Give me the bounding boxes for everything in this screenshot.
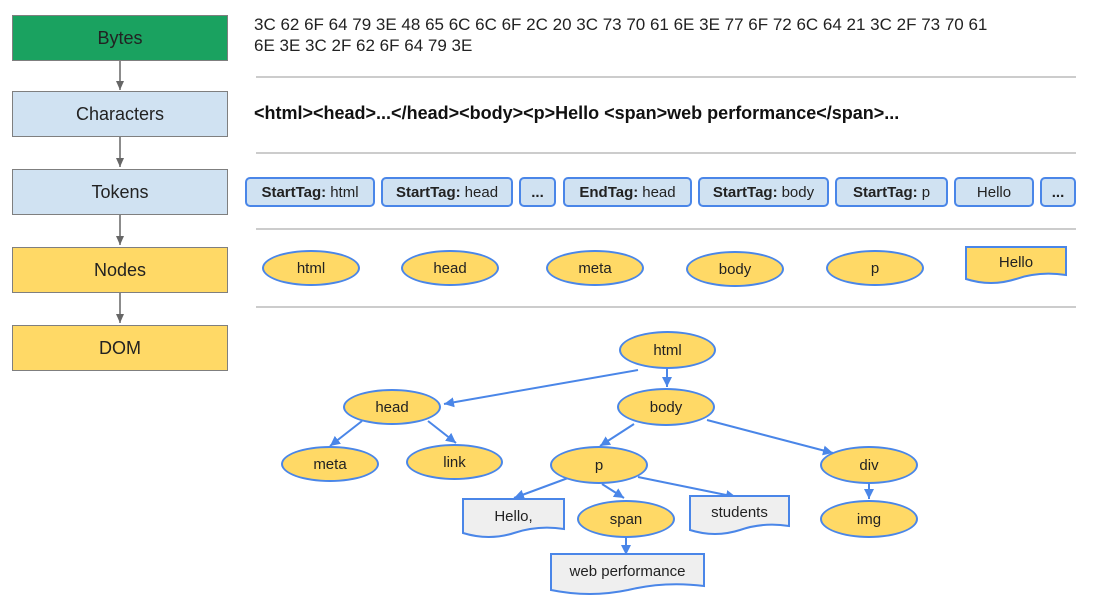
token-starttag-html: StartTag:html	[245, 177, 375, 207]
dom-node-html: html	[619, 331, 716, 369]
separator	[256, 76, 1076, 78]
token-name: head	[642, 183, 676, 201]
node-label: students	[711, 503, 768, 521]
token-name: head	[464, 183, 499, 201]
dom-node-span: span	[577, 500, 675, 538]
node-p: p	[826, 250, 924, 286]
token-ellipsis: ...	[1040, 177, 1076, 207]
dom-text-web-performance: web performance	[550, 553, 705, 595]
token-kind: EndTag:	[579, 183, 639, 201]
dom-node-p: p	[550, 446, 648, 484]
token-starttag-head: StartTag:head	[381, 177, 513, 207]
token-endtag-head: EndTag:head	[563, 177, 692, 207]
node-label: Hello,	[494, 507, 533, 525]
edge-p-hello	[513, 477, 569, 500]
stage-tokens: Tokens	[12, 169, 228, 215]
stage-characters: Characters	[12, 91, 228, 137]
dom-node-div: div	[820, 446, 918, 484]
bytes-line-1: 3C 62 6F 64 79 3E 48 65 6C 6C 6F 2C 20 3…	[254, 15, 988, 34]
edge-p-span	[601, 483, 625, 499]
stage-nodes: Nodes	[12, 247, 228, 293]
dom-node-body: body	[617, 388, 715, 426]
separator	[256, 306, 1076, 308]
edge-head-link	[427, 420, 457, 444]
token-name: body	[781, 183, 815, 201]
token-name: html	[330, 183, 359, 201]
dom-node-link: link	[406, 444, 503, 480]
stage-bytes: Bytes	[12, 15, 228, 61]
node-head: head	[401, 250, 499, 286]
node-label: Hello	[998, 253, 1034, 271]
dom-node-head: head	[343, 389, 441, 425]
characters-text: <html><head>...</head><body><p>Hello <sp…	[254, 103, 900, 123]
token-text-hello: Hello	[954, 177, 1034, 207]
edge-html-head	[443, 369, 639, 408]
dom-node-meta: meta	[281, 446, 379, 482]
token-ellipsis: ...	[519, 177, 556, 207]
edge-body-div	[706, 419, 834, 456]
separator	[256, 152, 1076, 154]
edge-p-students	[637, 476, 737, 500]
bytes-line-2: 6E 3E 3C 2F 62 6F 64 79 3E	[254, 36, 473, 55]
token-kind: StartTag:	[852, 183, 918, 201]
node-meta: meta	[546, 250, 644, 286]
dom-node-img: img	[820, 500, 918, 538]
token-kind: StartTag:	[712, 183, 778, 201]
dom-text-students: students	[689, 495, 790, 535]
node-label: web performance	[569, 562, 686, 580]
dom-text-hello: Hello,	[462, 498, 565, 538]
token-name: p	[921, 183, 931, 201]
edge-head-meta	[329, 420, 363, 447]
node-body: body	[686, 251, 784, 287]
token-kind: StartTag:	[261, 183, 327, 201]
node-html: html	[262, 250, 360, 286]
token-starttag-body: StartTag:body	[698, 177, 829, 207]
bytes-hex: 3C 62 6F 64 79 3E 48 65 6C 6C 6F 2C 20 3…	[254, 14, 1074, 56]
separator	[256, 228, 1076, 230]
node-text-hello: Hello	[965, 246, 1067, 284]
stage-dom: DOM	[12, 325, 228, 371]
token-starttag-p: StartTag:p	[835, 177, 948, 207]
token-kind: StartTag:	[395, 183, 461, 201]
edge-body-p	[599, 423, 635, 447]
